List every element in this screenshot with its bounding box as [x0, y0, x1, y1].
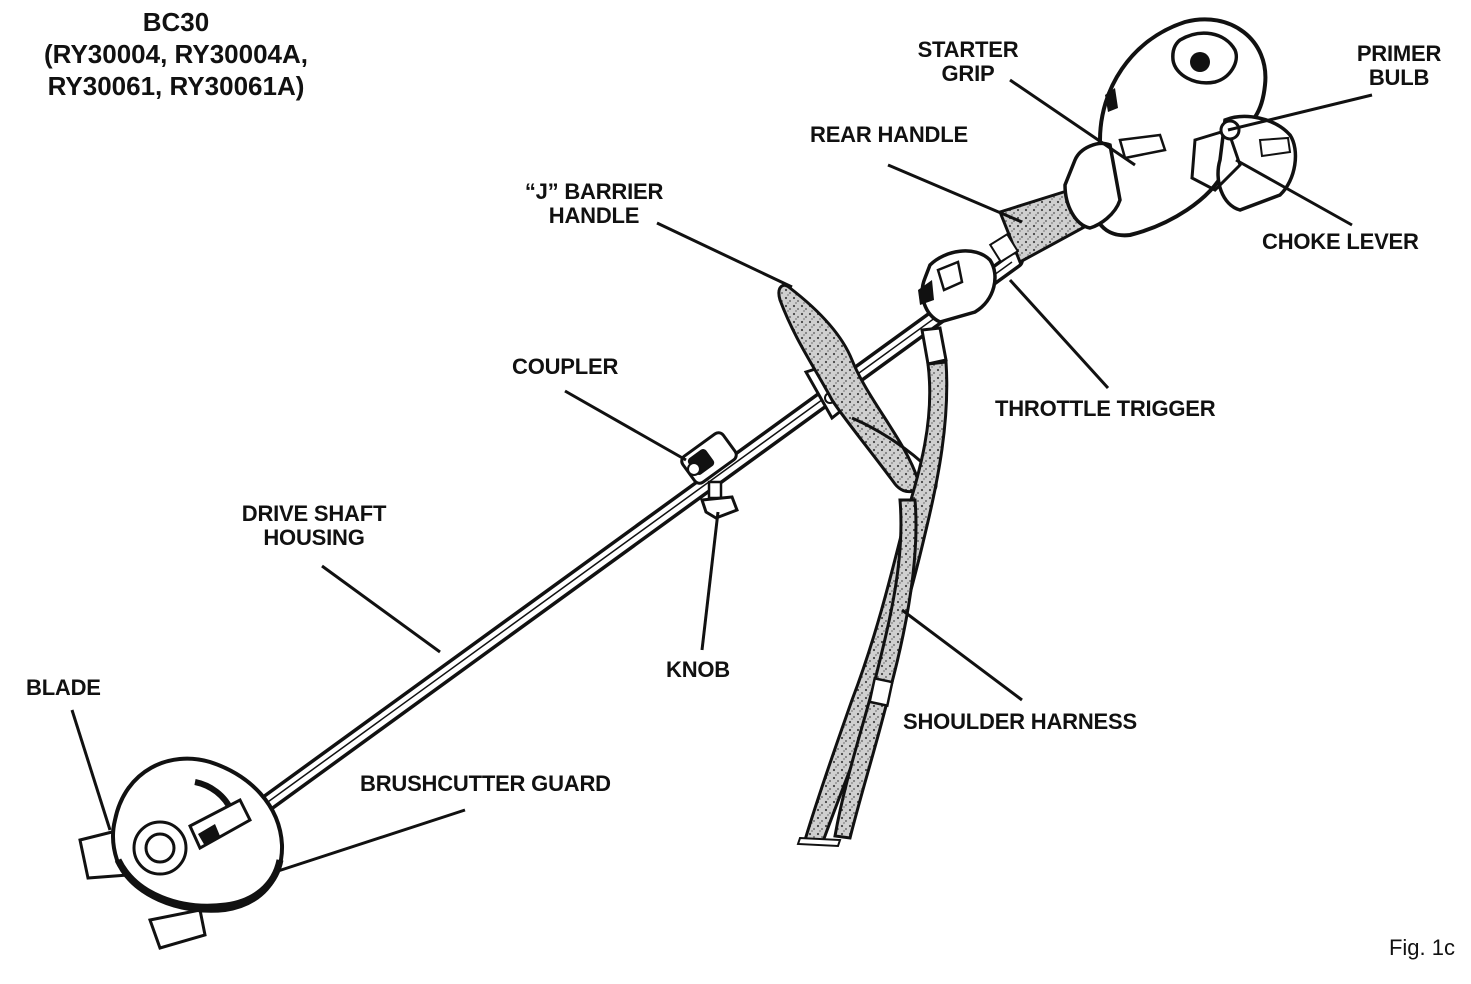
coupler-part — [680, 431, 738, 485]
throttle-housing — [918, 249, 997, 324]
leader-lines — [70, 78, 1373, 874]
j-barrier-foam — [777, 283, 938, 496]
model-title: BC30 (RY30004, RY30004A, RY30061, RY3006… — [0, 6, 352, 102]
model-line-1: BC30 — [142, 7, 210, 37]
figure-label: Fig. 1c — [1388, 935, 1455, 960]
callout-throttle-trigger: THROTTLE TRIGGER — [995, 396, 1216, 421]
callout-drive-shaft-housing: DRIVE SHAFT HOUSING — [241, 501, 387, 551]
knob-part — [699, 480, 739, 520]
model-line-2: (RY30004, RY30004A, — [43, 39, 308, 69]
callout-knob: KNOB — [666, 657, 730, 682]
callout-rear-handle: REAR HANDLE — [810, 122, 968, 147]
engine-body — [1063, 17, 1298, 238]
callout-coupler: COUPLER — [512, 354, 619, 379]
rear-handle-foam — [988, 188, 1091, 265]
callout-starter-grip: STARTER GRIP — [917, 37, 1019, 87]
callout-shoulder-harness: SHOULDER HARNESS — [903, 709, 1137, 734]
callout-primer-bulb: PRIMER BULB — [1356, 41, 1442, 91]
callout-j-barrier-handle: “J” BARRIER HANDLE — [524, 179, 664, 229]
model-line-3: RY30061, RY30061A) — [47, 71, 305, 101]
callout-blade: BLADE — [26, 675, 101, 700]
shoulder-harness-strap — [796, 326, 949, 848]
callout-brushcutter-guard: BRUSHCUTTER GUARD — [360, 771, 611, 796]
brushcutter-guard-part — [78, 756, 285, 950]
drive-shaft — [221, 251, 1024, 839]
callout-choke-lever: CHOKE LEVER — [1262, 229, 1419, 254]
